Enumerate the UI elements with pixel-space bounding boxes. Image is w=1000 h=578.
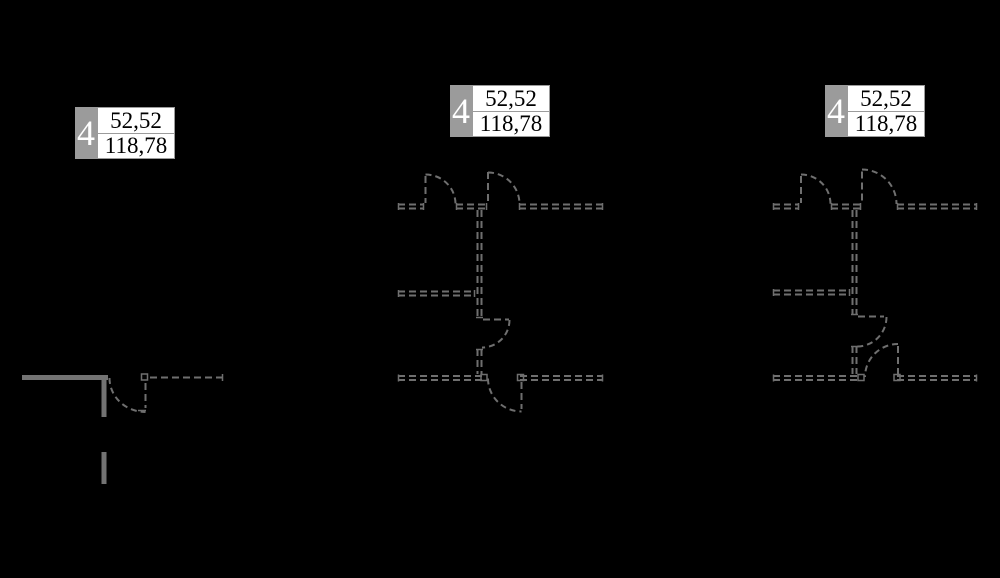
door-swing-arc: [800, 173, 832, 205]
opening-marker: [893, 373, 901, 382]
solid-wall-horizontal: [22, 375, 108, 380]
door-top-left: [800, 173, 832, 205]
floor-plan-right: [772, 168, 978, 382]
mid-wall: [772, 289, 851, 296]
mid-wall: [397, 290, 476, 297]
vertical-wall: [851, 210, 858, 374]
door-swing-arc: [425, 173, 457, 205]
door-top-right: [487, 171, 521, 205]
opening-marker: [480, 373, 488, 382]
door-middle: [481, 318, 511, 349]
door-bottom: [864, 343, 899, 378]
floor-plan-left: [22, 373, 224, 484]
dimension-value-bottom: 118,78: [98, 132, 174, 159]
door-swing-arc: [487, 171, 521, 205]
dimension-value-top: 52,52: [485, 85, 537, 111]
solid-wall-vertical-upper: [101, 375, 107, 417]
dimension-values: 52,52 118,78: [97, 107, 175, 159]
door-swing-arc: [487, 378, 522, 413]
door-swing-arc: [864, 343, 899, 378]
door-top-right: [861, 168, 898, 205]
dimension-badge-left: 4 52,52 118,78: [75, 107, 175, 159]
unit-number: 4: [450, 85, 472, 137]
dimension-value-top: 52,52: [860, 85, 912, 111]
dimension-value-bottom: 118,78: [848, 110, 924, 137]
door-swing-arc: [856, 316, 888, 348]
door-bottom: [487, 378, 523, 413]
dimension-values: 52,52 118,78: [472, 85, 550, 137]
door-swing-arc: [861, 168, 898, 205]
dimension-badge-right: 4 52,52 118,78: [825, 85, 925, 137]
dimension-value-bottom: 118,78: [473, 110, 549, 137]
door-top-left: [424, 173, 457, 205]
door-swing-arc: [108, 377, 146, 413]
opening-marker: [516, 373, 525, 382]
opening-marker: [857, 373, 865, 382]
vertical-wall: [476, 210, 483, 374]
bottom-wall: [772, 373, 978, 382]
door-swing-arc: [481, 319, 511, 349]
dimension-value-top: 52,52: [110, 107, 162, 133]
dimension-badge-middle: 4 52,52 118,78: [450, 85, 550, 137]
unit-number: 4: [75, 107, 97, 159]
floor-plan-middle: [397, 171, 604, 413]
solid-wall-vertical-lower: [101, 452, 107, 484]
top-wall: [772, 203, 978, 210]
unit-number: 4: [825, 85, 847, 137]
door-hinge-marker: [140, 373, 149, 381]
dimension-values: 52,52 118,78: [847, 85, 925, 137]
top-wall: [397, 203, 604, 210]
bottom-wall: [397, 373, 604, 382]
door-middle: [856, 315, 888, 348]
